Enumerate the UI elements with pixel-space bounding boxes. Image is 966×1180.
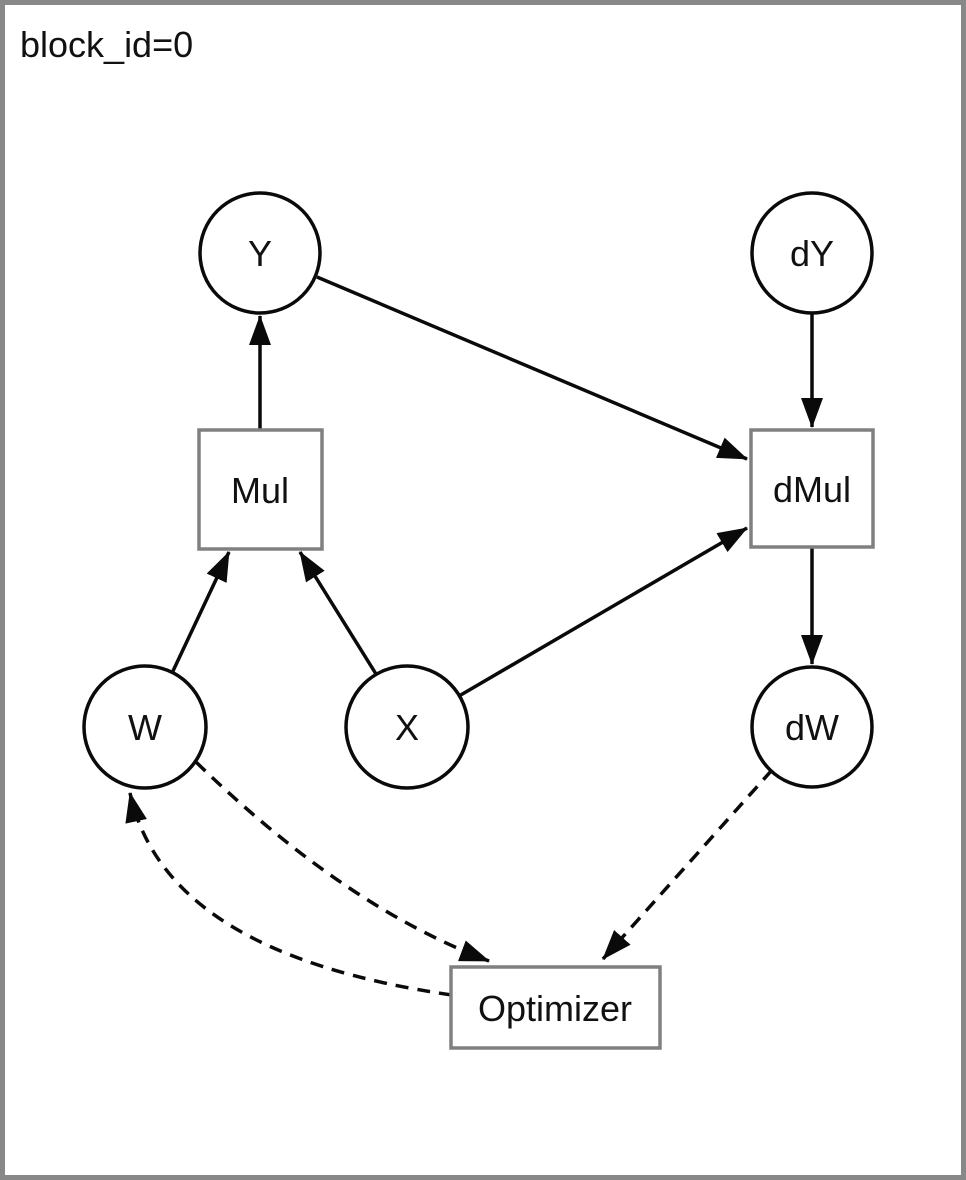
edge-x-to-mul (298, 551, 378, 675)
edge-w-to-optimizer (194, 760, 490, 963)
node-optimizer: Optimizer (449, 965, 662, 1050)
node-w-circle (82, 664, 208, 790)
node-y: Y (198, 191, 322, 315)
node-dmul-box (749, 428, 875, 549)
edge-dw-to-optimizer (601, 768, 774, 961)
node-dw-label: dW (785, 707, 839, 748)
node-w: W (82, 664, 208, 790)
edge-x-to-dmul (458, 526, 748, 698)
node-y-label: Y (248, 233, 272, 274)
node-dmul: dMul (749, 428, 875, 549)
node-optimizer-label: Optimizer (478, 988, 632, 1029)
node-dy: dY (750, 191, 874, 315)
node-x-circle (344, 664, 470, 790)
edge-y-to-dmul (316, 275, 748, 461)
node-y-circle (198, 191, 322, 315)
node-w-label: W (128, 707, 162, 748)
node-dw: dW (750, 665, 874, 789)
node-mul-box (197, 428, 324, 551)
node-mul: Mul (197, 428, 324, 551)
edge-optimizer-to-w (125, 792, 453, 997)
node-x-label: X (395, 707, 419, 748)
diagram-title: block_id=0 (20, 24, 193, 65)
edge-w-to-mul (171, 551, 231, 672)
node-x: X (344, 664, 470, 790)
node-dmul-label: dMul (773, 469, 851, 510)
node-dw-circle (750, 665, 874, 789)
node-mul-label: Mul (231, 470, 289, 511)
node-dy-label: dY (790, 233, 834, 274)
node-optimizer-box (449, 965, 662, 1050)
node-dy-circle (750, 191, 874, 315)
